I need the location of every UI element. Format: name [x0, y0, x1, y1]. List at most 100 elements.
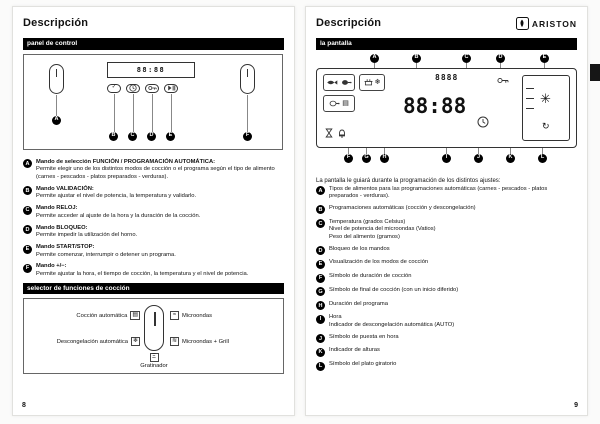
check-icon: ✓	[111, 84, 117, 91]
snowflake-icon: ❄	[374, 78, 381, 86]
cooking-time-icons	[325, 125, 346, 143]
brand-name: ARISTON	[531, 18, 577, 29]
item-text: Indicador de alturas	[329, 347, 380, 354]
selector-label-auto-cook: Cocción automática ▤	[76, 311, 140, 321]
leader-line	[478, 147, 479, 154]
callout-c: C	[128, 131, 137, 141]
item-letter-badge: F	[23, 263, 32, 273]
item-text: Mando START/STOP: Permite comenzar, inte…	[36, 244, 176, 258]
item-letter-badge: J	[316, 334, 325, 344]
item-text: Mando VALIDACIÓN: Permite ajustar el niv…	[36, 185, 197, 200]
item-text: Duración del programa	[329, 300, 388, 307]
leader-line	[152, 93, 153, 132]
page-edge-tab	[590, 64, 600, 81]
auto-defrost-icon: ❄	[130, 337, 140, 347]
callout-k: K	[506, 153, 515, 163]
selector-label-auto-defrost: Descongelación automática ❄	[56, 337, 140, 347]
microwave-icon: ≈	[170, 311, 179, 321]
key-icon	[147, 84, 157, 92]
callout-h: H	[380, 153, 389, 163]
selector-label-microwave-grill: ≋ Microondas + Grill	[170, 337, 229, 347]
item-text: Hora Indicador de descongelación automát…	[329, 314, 455, 328]
display-intro-text: La pantalla le guiará durante la program…	[316, 177, 501, 184]
callout-a: A	[370, 53, 379, 63]
item-text: Mando de selección FUNCIÓN / PROGRAMACIÓ…	[36, 158, 275, 180]
leader-line	[416, 62, 417, 71]
item-letter-badge: L	[316, 361, 325, 371]
list-item: A Mando de selección FUNCIÓN / PROGRAMAC…	[23, 159, 284, 182]
selector-label-microwave: ≈ Microondas	[170, 311, 212, 321]
list-item: F Símbolo de duración de cocción	[316, 273, 577, 283]
page-number: 8	[22, 402, 26, 409]
list-item: C Temperatura (grados Celsius) Nivel de …	[316, 219, 577, 242]
turntable-icon: ↻	[542, 120, 550, 131]
display-diagram: A B C D E ❄ ▤	[316, 53, 577, 176]
item-text: Programaciones automáticas (cocción y de…	[329, 204, 476, 211]
clock-icon	[477, 115, 489, 133]
panel-buttons: ✓	[107, 83, 178, 93]
fan-swirl-icon: ✳	[540, 90, 551, 106]
section-header-panel-de-control: panel de control	[23, 38, 284, 50]
selector-knob	[144, 305, 164, 352]
lock-button	[145, 83, 159, 93]
section-header-selector: selector de funciones de cocción	[23, 282, 284, 295]
leader-line	[56, 94, 57, 116]
item-letter-badge: H	[316, 301, 325, 311]
callout-g: G	[362, 153, 371, 163]
start-stop-button	[164, 83, 178, 93]
list-item: G Símbolo de final de cocción (con un in…	[316, 287, 577, 297]
item-text: Temperatura (grados Celsius) Nivel de po…	[329, 218, 436, 240]
list-item: D Mando BLOQUEO: Permite impedir la util…	[23, 225, 284, 240]
leader-line	[114, 93, 115, 132]
leader-line	[133, 93, 134, 132]
function-selector-diagram: Cocción automática ▤ Descongelación auto…	[23, 298, 284, 375]
leader-line	[544, 62, 545, 71]
ariston-flame-icon	[515, 17, 529, 30]
food-types-icons	[323, 73, 355, 91]
list-item: H Duración del programa	[316, 301, 577, 311]
bell-icon	[338, 125, 346, 143]
clock-icon	[129, 84, 137, 92]
leader-line	[348, 147, 349, 154]
list-item: B Programaciones automáticas (cocción y …	[316, 205, 577, 215]
callout-j: J	[474, 153, 483, 163]
food-types-icons-2: ▤	[323, 94, 355, 112]
leader-line	[466, 62, 467, 71]
item-letter-badge: K	[316, 347, 325, 357]
start-stop-icon	[167, 84, 176, 92]
control-panel-diagram: 88:88 ✓ A B C D E F	[23, 53, 284, 154]
callout-a: A	[52, 115, 61, 125]
callout-f: F	[344, 153, 353, 163]
page-title: Descripción	[316, 17, 382, 29]
leader-line	[171, 93, 172, 132]
shelf-level-bar	[526, 97, 534, 99]
callout-i: I	[442, 153, 451, 163]
brand-logo: ARISTON	[515, 17, 577, 30]
list-item: D Bloqueo de los mandos	[316, 246, 577, 256]
leader-line	[384, 147, 385, 154]
microwave-grill-icon: ≋	[170, 337, 180, 347]
item-text: Símbolo de final de cocción (con un inic…	[329, 286, 459, 293]
function-dial	[49, 63, 64, 94]
auto-cook-icon: ▤	[130, 311, 140, 321]
item-text: Símbolo de puesta en hora	[329, 333, 399, 340]
item-letter-badge: A	[23, 159, 32, 168]
leader-line	[247, 94, 248, 132]
list-item: E Visualización de los modos de cocción	[316, 259, 577, 269]
leader-line	[500, 62, 501, 71]
callout-l: L	[538, 153, 547, 163]
list-item: L Símbolo del plato giratorio	[316, 361, 577, 371]
list-item: J Símbolo de puesta en hora	[316, 334, 577, 344]
clock-button	[126, 83, 140, 93]
leader-line	[366, 147, 367, 154]
leader-line	[542, 147, 543, 154]
item-text: Mando BLOQUEO: Permite impedir la utiliz…	[36, 224, 138, 239]
page-right: Descripción ARISTON la pantalla A B C D …	[305, 6, 588, 416]
item-letter-badge: G	[316, 287, 325, 297]
validate-button: ✓	[107, 83, 121, 93]
list-item: B Mando VALIDACIÓN: Permite ajustar el n…	[23, 186, 284, 201]
plus-minus-dial	[240, 63, 255, 94]
list-item: I Hora Indicador de descongelación autom…	[316, 314, 577, 329]
callout-b: B	[109, 131, 118, 141]
